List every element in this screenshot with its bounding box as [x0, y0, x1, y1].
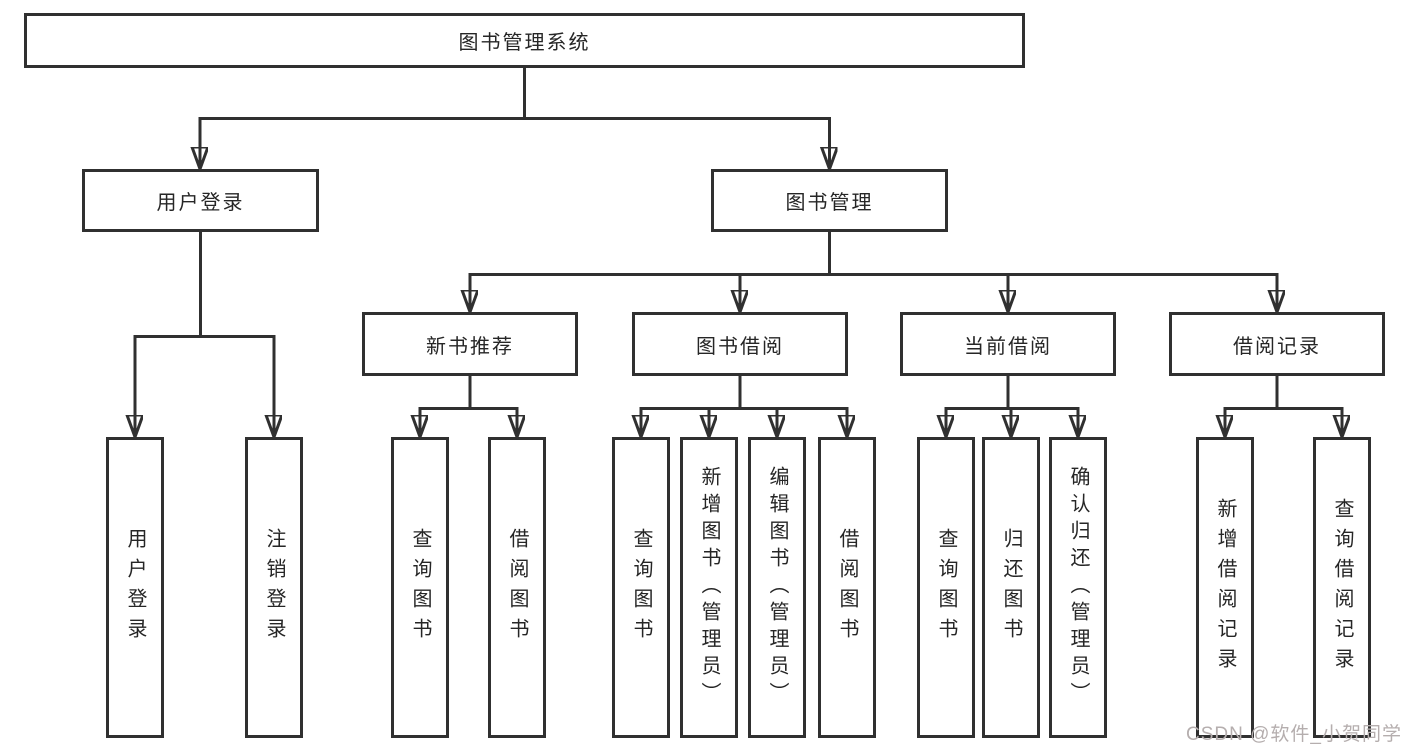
edges-book-borrow-to-leaves	[641, 376, 847, 437]
node-book-mgmt: 图书管理	[711, 169, 948, 232]
leaf-br-add-record: 新增借阅记录	[1196, 437, 1254, 738]
edges-new-book-rec-to-leaves	[420, 376, 517, 437]
node-book-borrow: 图书借阅	[632, 312, 848, 376]
edges-book-mgmt-to-level3	[470, 232, 1277, 312]
leaf-cb-query-books: 查询图书	[917, 437, 975, 738]
leaf-bb-edit-books-admin: 编辑图书（管理员）	[748, 437, 806, 738]
leaf-logout: 注销登录	[245, 437, 303, 738]
leaf-br-query-record: 查询借阅记录	[1313, 437, 1371, 738]
leaf-cb-confirm-return-admin: 确认归还（管理员）	[1049, 437, 1107, 738]
leaf-bb-query-books: 查询图书	[612, 437, 670, 738]
edges-user-login-to-leaves	[135, 232, 274, 437]
edges-current-borrow-to-leaves	[946, 376, 1078, 437]
leaf-cb-return-books: 归还图书	[982, 437, 1040, 738]
node-borrow-records: 借阅记录	[1169, 312, 1385, 376]
leaf-bb-add-books-admin: 新增图书（管理员）	[680, 437, 738, 738]
leaf-rec-borrow-books: 借阅图书	[488, 437, 546, 738]
leaf-bb-borrow-books: 借阅图书	[818, 437, 876, 738]
node-new-book-rec: 新书推荐	[362, 312, 578, 376]
csdn-watermark: CSDN @软件_小贺同学	[1186, 724, 1402, 745]
leaf-user-login: 用户登录	[106, 437, 164, 738]
leaf-rec-query-books: 查询图书	[391, 437, 449, 738]
node-current-borrow: 当前借阅	[900, 312, 1116, 376]
edges-borrow-records-to-leaves	[1225, 376, 1342, 437]
node-user-login: 用户登录	[82, 169, 319, 232]
edges-root-to-level2	[200, 68, 830, 169]
node-library-system: 图书管理系统	[24, 13, 1025, 68]
